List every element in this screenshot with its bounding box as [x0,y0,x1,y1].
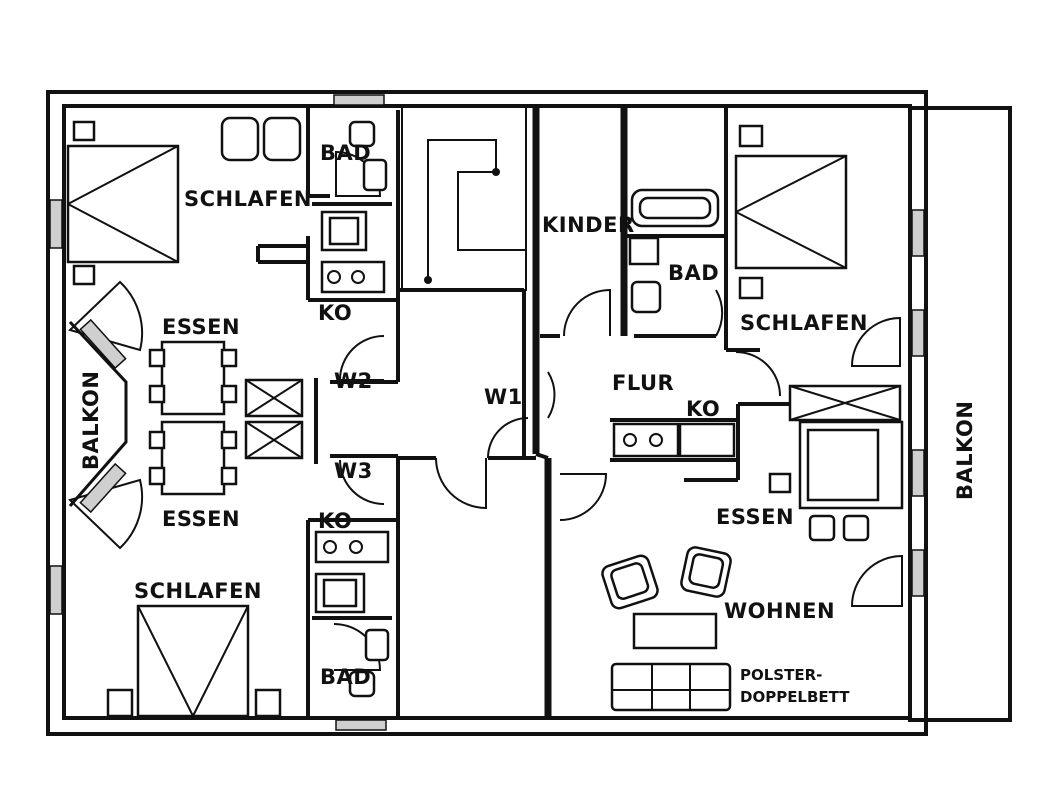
label-bad-top-left: BAD [320,141,371,165]
label-polster-line1: POLSTER- [740,666,822,684]
interior-walls [256,105,790,718]
label-bad-bottom-left: BAD [320,665,371,689]
furniture [66,116,904,718]
label-essen-lower-left: ESSEN [162,507,240,531]
label-w1: W1 [484,385,523,409]
room-labels: SCHLAFEN BAD KO ESSEN ESSEN W2 W3 W1 KO … [79,141,977,706]
label-schlafen-bottom-left: SCHLAFEN [134,579,262,603]
label-ko-top-left: KO [318,301,352,325]
label-kinder: KINDER [542,213,635,237]
label-wohnen: WOHNEN [724,599,835,623]
door-swings [68,150,903,671]
label-flur: FLUR [612,371,674,395]
label-essen-upper-left: ESSEN [162,315,240,339]
label-ko-bottom-left: KO [318,509,352,533]
label-essen-right: ESSEN [716,505,794,529]
label-balkon-right: BALKON [953,401,977,500]
label-bad-right: BAD [668,261,719,285]
label-ko-right: KO [686,397,720,421]
label-polster-line2: DOPPELBETT [740,688,850,706]
label-balkon-left: BALKON [79,371,103,470]
label-schlafen-top-left: SCHLAFEN [184,187,312,211]
label-w2: W2 [334,369,373,393]
label-schlafen-right: SCHLAFEN [740,311,868,335]
label-w3: W3 [334,459,373,483]
